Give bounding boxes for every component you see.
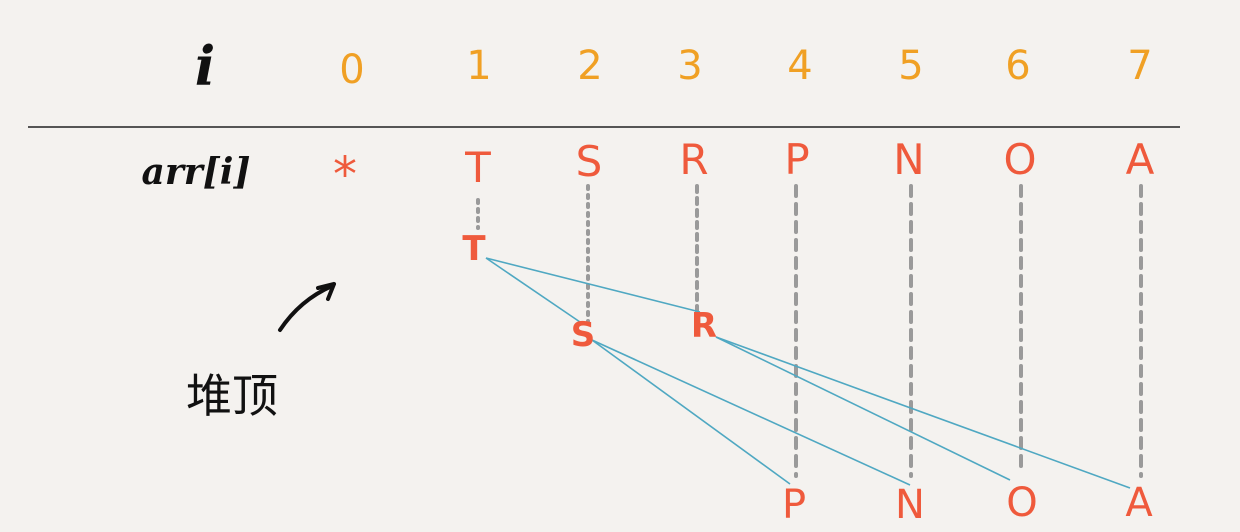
index-label: i [194,34,216,98]
heap-edge-T-S [485,257,581,323]
index-1: 1 [466,43,492,89]
heap-top-annotation: 堆顶 [186,369,278,423]
arrow-head [316,282,336,301]
heap-node-N: N [895,482,925,528]
array-value-6: O [1003,135,1037,184]
array-label: arr[i] [141,151,251,193]
array-value-7: A [1125,135,1155,184]
heap-edge-R-O [715,336,1011,481]
array-value-2: S [575,137,603,186]
heap-node-O: O [1006,480,1038,526]
index-5: 5 [898,43,924,89]
heap-node-S: S [570,315,596,355]
array-value-4: P [784,135,810,184]
heap-node-R: R [690,306,718,346]
array-value-0: * [333,147,357,203]
heap-node-P: P [781,482,807,528]
heap-edges [485,257,1131,489]
heap-edge-S-N [591,339,911,486]
heap-node-T: T [462,229,486,269]
heap-edge-R-A [715,336,1131,489]
index-6: 6 [1005,43,1031,89]
heap-edge-T-R [485,257,701,313]
index-7: 7 [1127,43,1153,89]
array-value-5: N [893,135,925,184]
index-4: 4 [787,43,813,89]
guide-lines [476,184,1143,478]
heap-node-A: A [1125,480,1153,526]
array-value-3: R [679,135,709,184]
heap-edge-S-P [591,339,791,485]
index-2: 2 [577,43,603,89]
index-0: 0 [339,47,365,93]
arrow-to-heap-top [278,284,334,332]
array-value-1: T [465,143,491,192]
index-3: 3 [677,43,703,89]
